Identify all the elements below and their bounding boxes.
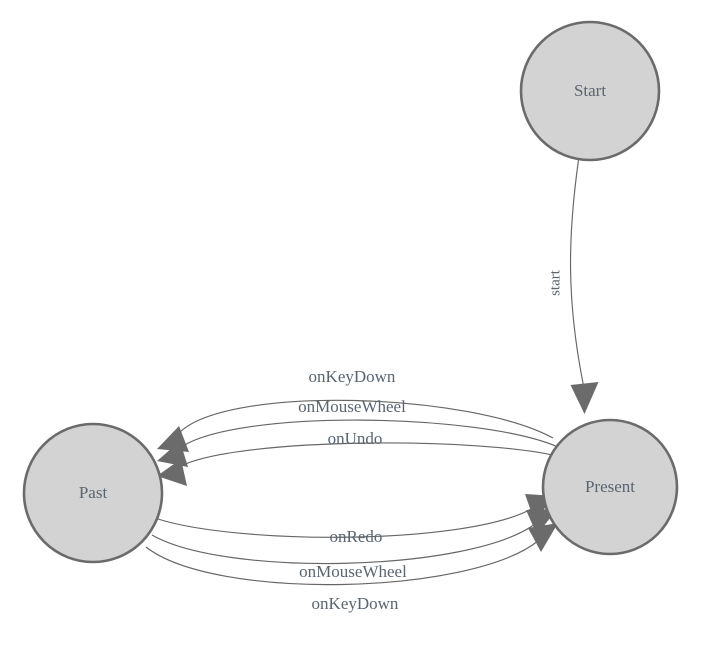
node-start-circle [519, 20, 661, 162]
edge-past-to-present-onredo-path [157, 507, 534, 538]
node-start[interactable]: Start [519, 20, 661, 162]
node-past-label: Past [79, 483, 108, 502]
node-present-label: Present [585, 477, 635, 496]
edge-label-past-to-present-onkeydown: onKeyDown [312, 594, 399, 613]
edge-past-to-present-onkeydown[interactable]: onKeyDown [145, 523, 558, 613]
edge-start-to-present[interactable]: start [547, 159, 599, 414]
node-start-label: Start [574, 81, 606, 100]
arrowhead-past-to-present-onkeydown [528, 523, 558, 552]
edge-present-to-past-onmousewheel-path [179, 419, 559, 449]
edge-label-start: start [547, 269, 563, 296]
edge-past-to-present-onkeydown-path [145, 540, 539, 586]
edge-past-to-present-onredo[interactable]: onRedo [157, 494, 556, 546]
arrowhead-start-to-present [570, 382, 599, 414]
node-past[interactable]: Past [22, 422, 164, 564]
edge-present-to-past-onkeydown-path [179, 399, 554, 439]
edge-past-to-present-onmousewheel[interactable]: onMouseWheel [151, 509, 557, 581]
edge-present-to-past-onundo[interactable]: onUndo [157, 429, 562, 486]
edge-label-past-to-present-onredo: onRedo [330, 527, 383, 546]
arrowhead-present-to-past-onundo [157, 459, 187, 486]
edge-label-present-to-past-onkeydown: onKeyDown [309, 367, 396, 386]
edge-label-present-to-past-onundo: onUndo [328, 429, 383, 448]
edge-start-to-present-path [569, 159, 585, 389]
edge-past-to-present-onmousewheel-path [151, 523, 536, 565]
edge-present-to-past-onundo-path [180, 442, 562, 467]
edge-label-present-to-past-onmousewheel: onMouseWheel [298, 397, 406, 416]
edge-label-past-to-present-onmousewheel: onMouseWheel [299, 562, 407, 581]
node-present-circle [541, 418, 679, 556]
node-past-circle [22, 422, 164, 564]
node-present[interactable]: Present [541, 418, 679, 556]
